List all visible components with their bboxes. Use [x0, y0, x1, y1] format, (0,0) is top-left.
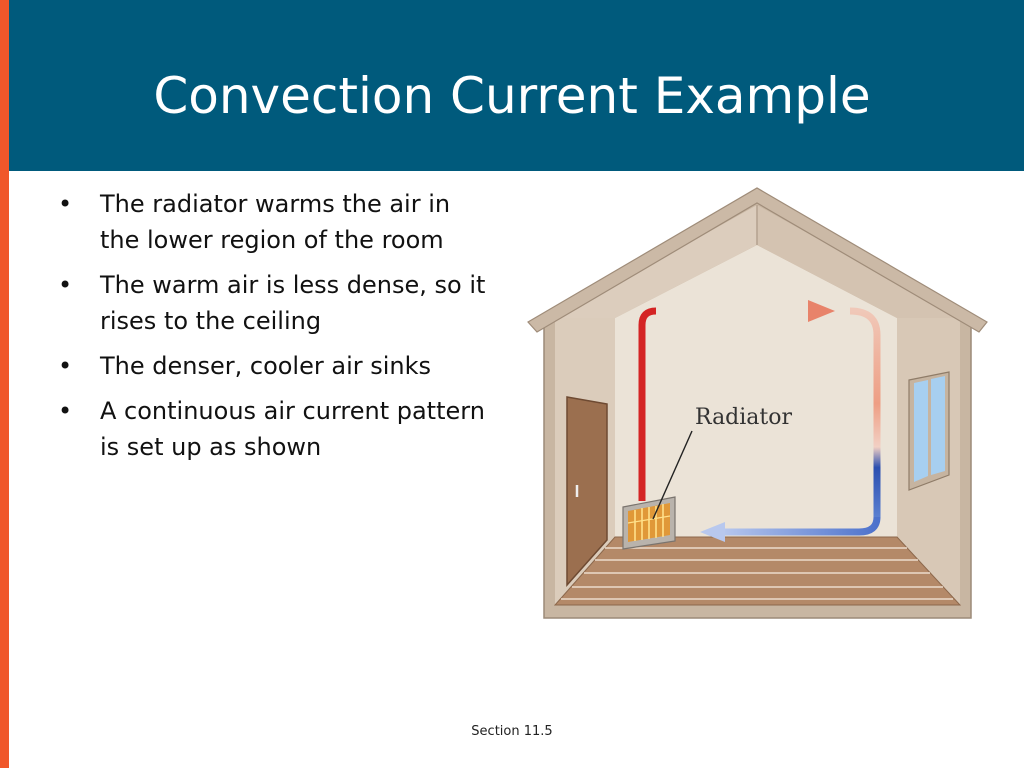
- bullet-list: • The radiator warms the air in the lowe…: [58, 186, 488, 474]
- window: [908, 371, 950, 491]
- bullet-text: A continuous air current pattern is set …: [100, 397, 485, 461]
- bullet-item: • The denser, cooler air sinks: [58, 348, 488, 384]
- air-current: [638, 300, 881, 542]
- bullet-text: The radiator warms the air in the lower …: [100, 190, 451, 254]
- bullet-text: The warm air is less dense, so it rises …: [100, 271, 486, 335]
- bullet-item: • The radiator warms the air in the lowe…: [58, 186, 488, 258]
- door: [566, 396, 608, 587]
- footer-section-label: Section 11.5: [471, 724, 553, 739]
- bullet-dot: •: [58, 352, 73, 380]
- bullet-dot: •: [58, 271, 73, 299]
- bullet-dot: •: [58, 397, 73, 425]
- radiator-label: Radiator: [695, 405, 793, 430]
- bullet-text: The denser, cooler air sinks: [100, 352, 432, 380]
- convection-room-illustration: Radiator: [527, 187, 988, 619]
- left-accent-bar: [0, 0, 9, 768]
- wooden-floor: [553, 536, 962, 606]
- bullet-dot: •: [58, 190, 73, 218]
- title-band: [9, 0, 1024, 171]
- radiator-label-leader: [652, 430, 693, 520]
- bullet-item: • A continuous air current pattern is se…: [58, 393, 488, 465]
- bullet-item: • The warm air is less dense, so it rise…: [58, 267, 488, 339]
- radiator: [622, 496, 676, 550]
- slide-title: Convection Current Example: [153, 67, 871, 125]
